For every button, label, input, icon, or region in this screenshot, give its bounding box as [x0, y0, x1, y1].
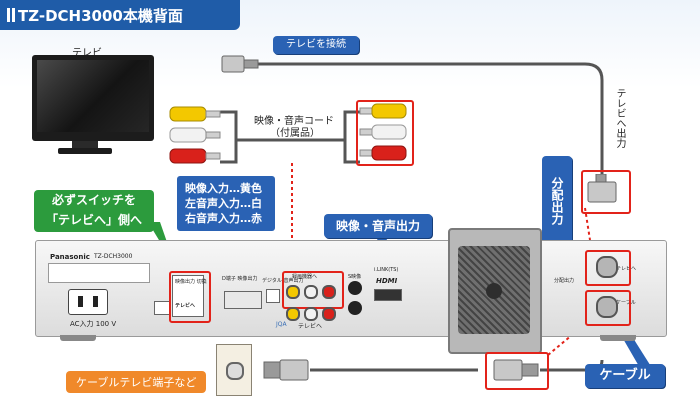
splitter-terminal-label: 分配出力 [554, 278, 575, 284]
switch-position-label: テレビへ [175, 303, 196, 309]
power-pin-right [93, 296, 98, 307]
title-mark-icon [7, 8, 10, 22]
to-tv-output-label: テレビへ出力 [614, 88, 625, 148]
lan-port [154, 301, 170, 315]
tv-e-label: テレビへ [298, 323, 323, 330]
splitter-plug-highlight [581, 170, 631, 214]
av2-jack-red [322, 307, 336, 321]
power-pin-left [78, 296, 83, 307]
av2-jack-white [304, 307, 318, 321]
cable-tv-terminal-label: ケーブルテレビ端子など [66, 371, 207, 393]
legend-left-audio: 左音声入力…白 [185, 197, 262, 210]
hdmi-port [374, 289, 402, 301]
tv-label: テレビ [72, 48, 102, 59]
hdmi-label: HDMI [376, 277, 398, 285]
switch-callout: 必ずスイッチを 「テレビへ」側へ [34, 190, 154, 232]
recorder-cable-plug-highlight [485, 352, 549, 390]
tv-icon [32, 55, 154, 141]
av-jack-yellow [286, 285, 300, 299]
power-socket [68, 289, 108, 315]
av-jack-red [322, 285, 336, 299]
rating-label [48, 263, 150, 283]
av-output-callout: 映像・音声出力 [324, 214, 432, 238]
optical-port [266, 289, 280, 303]
switch-callout-line2: 「テレビへ」側へ [45, 213, 142, 227]
wall-terminal-jack [226, 362, 244, 380]
tv-output-terminal [596, 256, 618, 278]
av-cord-highlight [356, 100, 414, 166]
tv-screen [37, 60, 149, 132]
recorder-rear-panel: Panasonic TZ-DCH3000 AC入力 100 V 映像出力 切換 … [35, 240, 667, 337]
tv-connect-label: テレビを接続 [273, 36, 359, 54]
switch-callout-line1: 必ずスイッチを [51, 193, 136, 207]
splitter-leader-line [584, 207, 591, 241]
av-jack-white [304, 285, 318, 299]
switch-panel-label: 映像出力 切換 [175, 279, 207, 285]
fan-grille [458, 246, 530, 334]
av2-jack-yellow [286, 307, 300, 321]
cable-callout: ケーブル [585, 364, 665, 388]
tv-terminal-label: テレビへ [616, 266, 637, 272]
av-cord-left-bracket [220, 110, 238, 164]
tv-output-terminal-highlight [585, 250, 631, 286]
splitter-output-callout: 分配出力 [542, 156, 572, 246]
cooling-fan [448, 228, 542, 354]
wall-terminal-icon [216, 344, 252, 396]
switch-panel: 映像出力 切換 テレビへ [172, 275, 207, 317]
tv-stand [72, 141, 98, 149]
av-cord-right-bracket [343, 110, 360, 164]
power-label: AC入力 100 V [70, 320, 117, 328]
cable-input-terminal-highlight [585, 290, 631, 326]
recorder-foot-left [60, 335, 96, 341]
d-terminal-label: D端子 映像出力 [222, 276, 258, 282]
tv-coax-cable [255, 62, 604, 175]
s-video-label: S映像 [348, 274, 362, 280]
color-legend: 映像入力…黄色 左音声入力…白 右音声入力…赤 [177, 176, 275, 231]
recorder-foot-right [600, 335, 636, 341]
switch-highlight [169, 271, 211, 323]
coax-plug-icon-recorder [493, 359, 539, 381]
panel-brand: Panasonic [50, 253, 90, 261]
d-terminal-port [224, 291, 262, 309]
coax-plug-icon-tv-out [587, 174, 617, 203]
av-box-label: 録画機器へ [292, 274, 318, 280]
s-video-jack-2 [348, 301, 362, 315]
legend-video: 映像入力…黄色 [185, 182, 262, 195]
s-video-jack-1 [348, 281, 362, 295]
tv-base [58, 148, 112, 154]
coax-plug-icon [221, 55, 259, 73]
title-bar: TZ-DCH3000本機背面 [0, 0, 240, 30]
coax-plug-icon-wall [263, 359, 309, 381]
ilink-label: i.LINK(TS) [374, 267, 399, 273]
jqa-label: JQA [276, 321, 287, 328]
fan-hub [486, 283, 502, 299]
cable-input-terminal [596, 296, 618, 318]
panel-model: TZ-DCH3000 [94, 253, 133, 260]
av-cord-label-2: （付属品） [270, 128, 320, 139]
rca-plug-icon-left [169, 106, 221, 164]
rca-plug-icon-right [359, 103, 407, 161]
cable-terminal-label: ケーブル [616, 300, 636, 306]
page-title: TZ-DCH3000本機背面 [18, 7, 183, 25]
av-cord-label-1: 映像・音声コード [254, 116, 334, 127]
legend-right-audio: 右音声入力…赤 [185, 212, 262, 225]
